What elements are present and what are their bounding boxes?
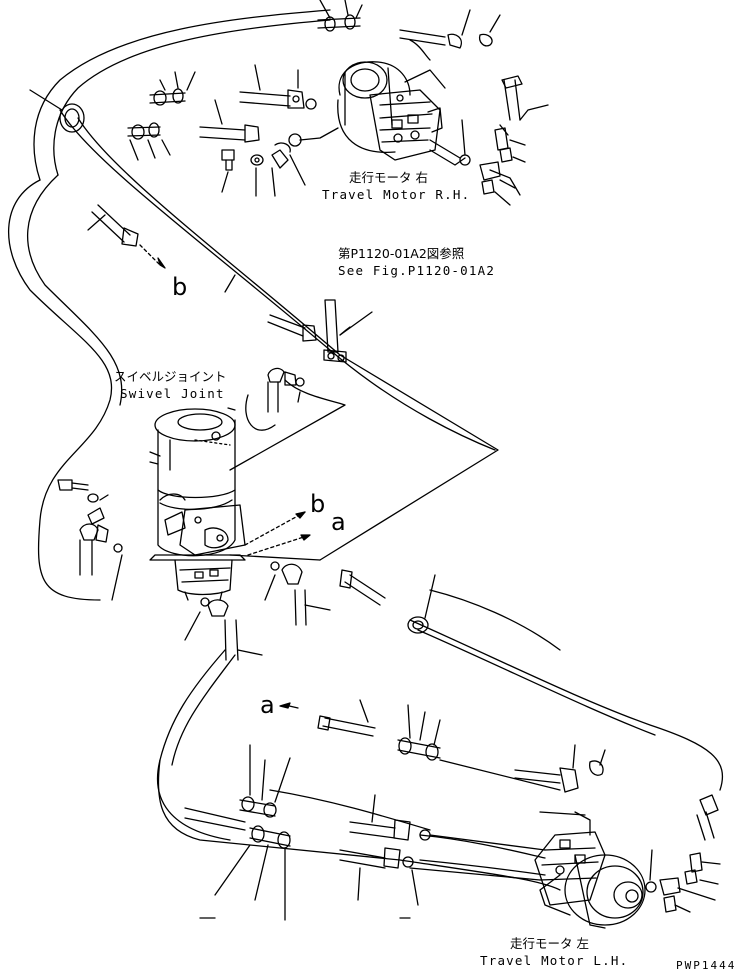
arrow-label-a-lower: a <box>260 691 275 719</box>
see-fig-label-en: See Fig.P1120-01A2 <box>338 263 496 278</box>
travel-motor-lh <box>534 811 657 929</box>
travel-motor-lh-label-ja: 走行モータ 左 <box>510 936 589 951</box>
travel-motor-rh-label-en: Travel Motor R.H. <box>322 187 471 202</box>
hose-end-a-and-clamp <box>339 569 436 634</box>
fittings-top-row <box>317 0 501 61</box>
travel-motor-rh-label-ja: 走行モータ 右 <box>349 170 428 185</box>
travel-motor-rh <box>299 61 466 166</box>
arrow-label-b-mid: b <box>310 490 326 518</box>
swivel-joint-label-ja: スイベルジョイント <box>114 369 227 384</box>
hose-lines <box>7 9 724 891</box>
fittings-upper-left <box>127 64 317 197</box>
swivel-fittings <box>57 367 331 661</box>
hose-clamp-upper <box>29 89 85 133</box>
see-fig-label-ja: 第P1120-01A2図参照 <box>338 246 465 261</box>
fittings-lh-right <box>659 794 721 913</box>
bracket-p1120 <box>224 274 373 363</box>
fittings-lower-middle <box>279 699 606 793</box>
fittings-lower-left <box>199 744 546 921</box>
drawing-reference: PWP1444 <box>676 959 737 972</box>
arrow-label-a-mid: a <box>331 508 346 536</box>
arrow-label-b-upper: b <box>172 273 188 301</box>
travel-motor-lh-label-en: Travel Motor L.H. <box>480 953 629 968</box>
hose-end-b <box>87 204 166 269</box>
fittings-rh-right <box>429 75 549 206</box>
swivel-joint <box>149 407 246 601</box>
swivel-joint-label-en: Swivel Joint <box>120 386 225 401</box>
